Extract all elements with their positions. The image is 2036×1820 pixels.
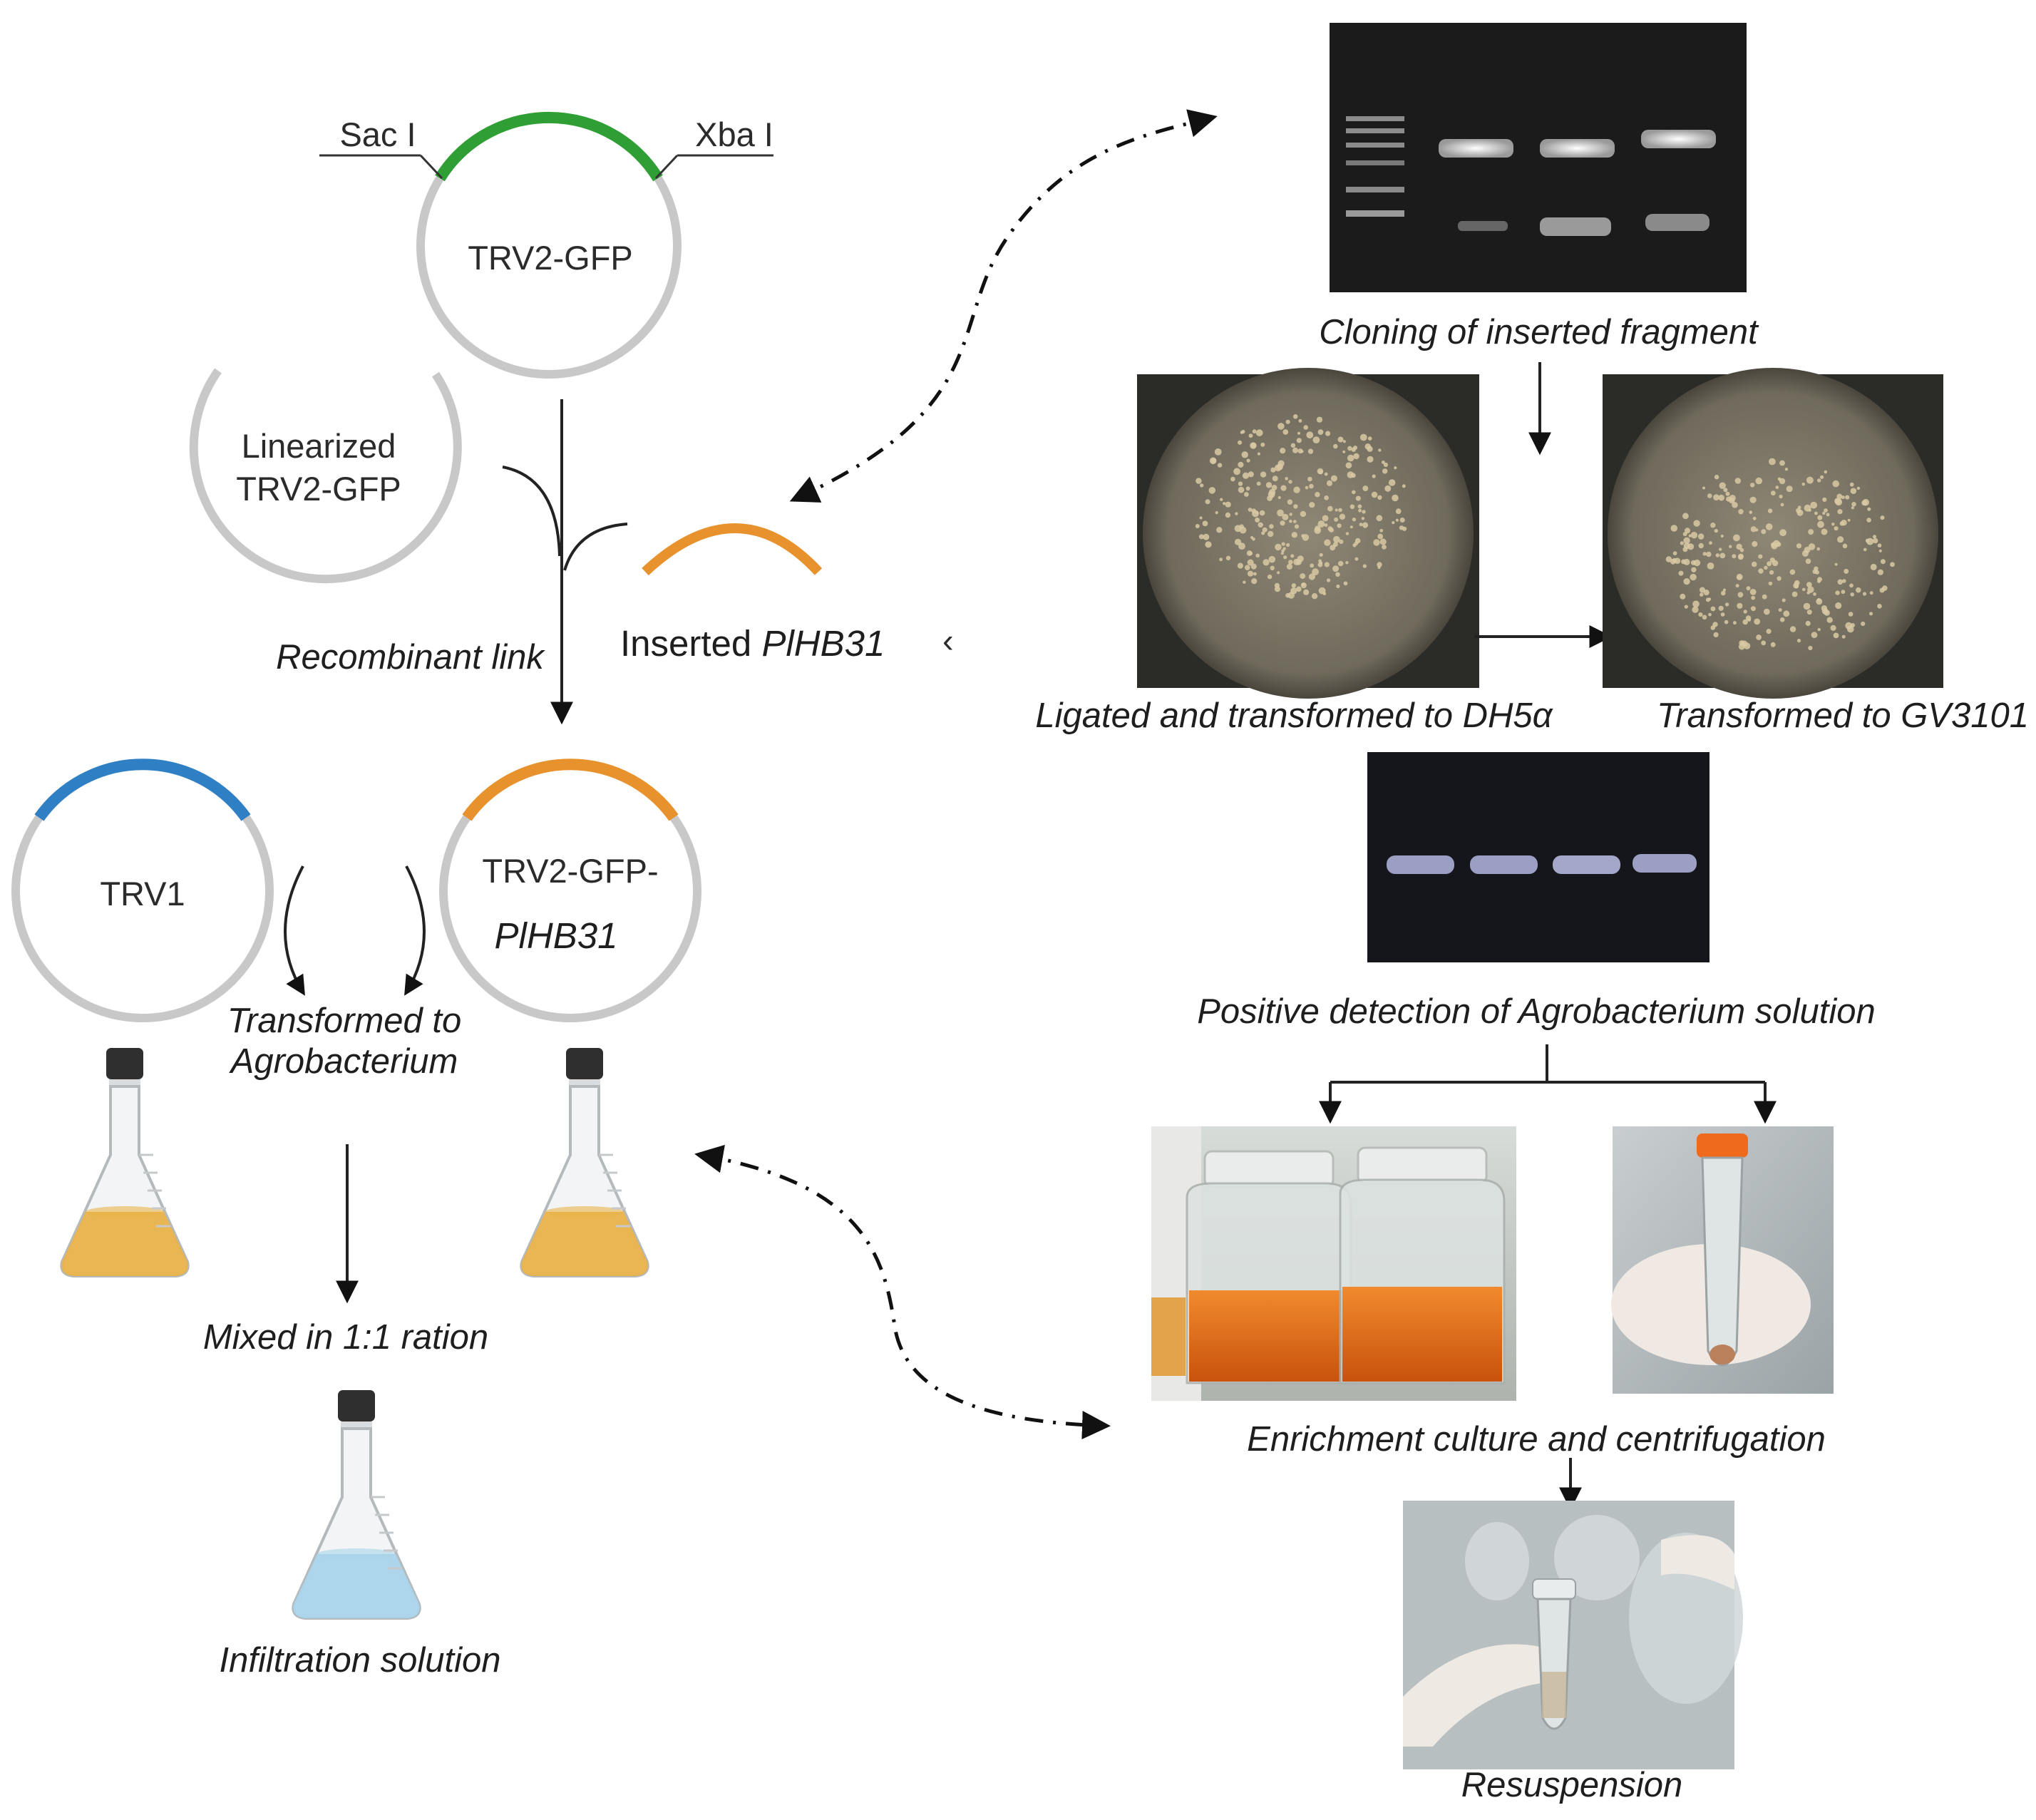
gel-band-icon [1439, 139, 1513, 158]
gfp-insert-arc [435, 111, 663, 182]
petri-dish-gv3101: Transformed to GV3101 [1603, 368, 2029, 735]
enrichment-label: Enrichment culture and centrifugation [1247, 1420, 1826, 1459]
gel-band-icon [1470, 855, 1538, 874]
enrichment-photo [1151, 1126, 1516, 1401]
mix-arrow: Mixed in 1:1 ration Infiltration solutio… [203, 1144, 501, 1680]
petri-dish-dh5a: Ligated and transformed to DH5α [1035, 368, 1554, 735]
xba-i-label: Xba I [695, 115, 773, 153]
cloning-label: Cloning of inserted fragment [1319, 313, 1759, 351]
flask-icon [292, 1390, 421, 1620]
bottle-left [1186, 1150, 1352, 1384]
transformed-label-2: Agrobacterium [229, 1042, 458, 1081]
trv2-gfp-insert-label-2: PlHB31 [495, 915, 618, 956]
linearized-label-1: Linearized [242, 427, 396, 465]
centrifuge-tube-icon [1697, 1133, 1748, 1367]
sac-i-label: Sac I [339, 115, 416, 153]
gel-band-icon [1641, 130, 1716, 148]
gel-band-icon [1633, 854, 1697, 873]
recombinant-link-label: Recombinant link [276, 638, 545, 677]
dashed-connectors [694, 109, 1218, 1439]
gloved-hand [1403, 1644, 1547, 1747]
transformed-gv3101-label: Transformed to GV3101 [1657, 696, 2029, 735]
gloved-hand [1661, 1535, 1734, 1590]
mixed-label: Mixed in 1:1 ration [203, 1318, 488, 1357]
gel-band-icon [1553, 855, 1620, 874]
ligated-label: Ligated and transformed to DH5α [1035, 696, 1553, 735]
trv1-arc [34, 759, 251, 821]
ladder-bands [1346, 116, 1404, 217]
petri-dish-icon [1608, 368, 1938, 699]
bottle-right [1339, 1146, 1506, 1384]
small-arrow-glyph: ‹ [942, 622, 954, 659]
trv2-gfp-insert-label-1: TRV2-GFP- [482, 852, 658, 890]
inserted-fragment: Inserted PlHB31 ‹ [620, 523, 954, 664]
insert-arc [642, 523, 823, 576]
insert-arc-2 [462, 759, 679, 821]
infiltration-label: Infiltration solution [220, 1641, 501, 1680]
flask-icon [520, 1048, 649, 1277]
plasmid-linearized: Linearized TRV2-GFP [189, 368, 462, 584]
resuspension-label: Resuspension [1461, 1766, 1683, 1804]
recombination-arrow: Recombinant link [276, 399, 628, 725]
inserted-label: Inserted PlHB31 [620, 623, 885, 664]
positive-detection-label: Positive detection of Agrobacterium solu… [1197, 992, 1875, 1031]
transformed-label-1: Transformed to [227, 1002, 462, 1040]
centrifuge-photo [1611, 1126, 1834, 1394]
trv2-gfp-label: TRV2-GFP [468, 239, 633, 277]
colony-spots [1665, 458, 1895, 651]
centrifuge-tube-icon [1532, 1578, 1576, 1730]
transform-arrows: Transformed to Agrobacterium [227, 865, 462, 1081]
plasmid-trv1: TRV1 [11, 759, 274, 1022]
resuspension-photo [1403, 1501, 1743, 1769]
flask-icon [60, 1048, 190, 1277]
gel-image-cloning: Cloning of inserted fragment [1319, 23, 1759, 456]
plasmid-trv2-gfp: Sac I Xba I TRV2-GFP [319, 111, 773, 379]
split-arrow [1319, 1044, 1777, 1124]
gel-band-icon [1387, 855, 1454, 874]
plasmid-trv2-gfp-plhb31: TRV2-GFP- PlHB31 [439, 759, 701, 1022]
petri-dish-icon [1143, 368, 1474, 699]
trv1-label: TRV1 [100, 875, 185, 912]
linearized-label-2: TRV2-GFP [236, 470, 401, 508]
colony-spots [1195, 414, 1407, 600]
gel-band-icon [1540, 139, 1615, 158]
gel-image-positive: Positive detection of Agrobacterium solu… [1197, 752, 1876, 1031]
